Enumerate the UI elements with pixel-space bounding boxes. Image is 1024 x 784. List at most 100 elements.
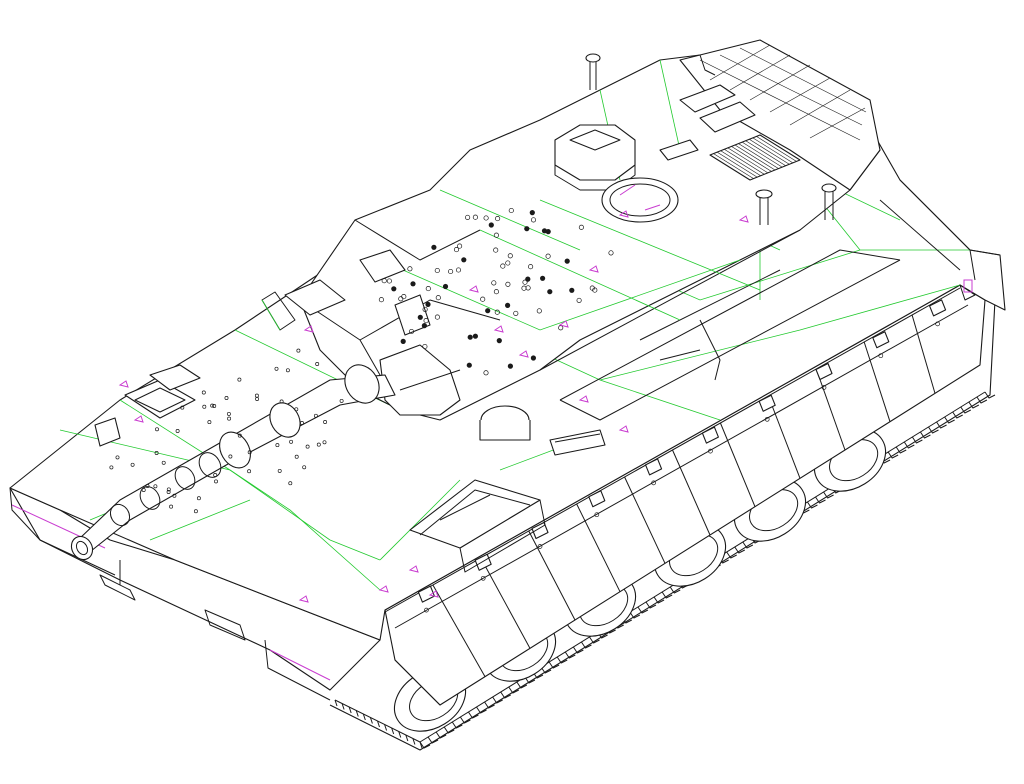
skirt-bolt [821, 385, 827, 390]
track-lug [928, 426, 939, 434]
hull-rivet [130, 462, 135, 467]
deck-stud [525, 276, 531, 282]
grille-slat [749, 139, 790, 165]
magenta-marker [518, 350, 529, 358]
skirt-bracket [872, 331, 890, 349]
deck-stud [488, 222, 494, 228]
magenta-marker [558, 320, 569, 328]
magenta-marker [588, 265, 599, 273]
grille-slat [752, 137, 794, 164]
deck-stud [541, 228, 548, 234]
deck-stud [472, 214, 478, 220]
deck-stud [505, 281, 511, 287]
hull-rivet [109, 465, 114, 470]
magenta-marker [118, 380, 129, 388]
track-lug [976, 396, 988, 404]
hull-rivet [279, 399, 284, 404]
magenta-marker [618, 425, 629, 433]
main-gun [70, 344, 461, 561]
deck-stud [417, 314, 423, 320]
track-lug [726, 551, 737, 559]
skirt-seam [576, 503, 621, 592]
track-lug [807, 501, 818, 509]
hull-rivet [254, 393, 259, 398]
grille-slat [716, 151, 758, 178]
hull-rivet [302, 465, 307, 470]
track-lug [334, 699, 338, 707]
track-lug [384, 724, 388, 731]
deck-stud [425, 286, 431, 292]
hull-rivet [196, 496, 201, 501]
hull-rivet [180, 405, 185, 410]
skirt-seam [480, 557, 531, 649]
track-lug [516, 681, 528, 689]
deck-stud [500, 263, 506, 269]
track-lug [669, 586, 681, 594]
track-lug [887, 451, 899, 459]
track-lug [823, 491, 834, 499]
deck-stud [530, 217, 537, 223]
deck-stud [455, 267, 462, 273]
magenta-marker [618, 210, 629, 218]
track-lug [419, 741, 431, 749]
hull-rivet [154, 451, 159, 455]
hull-rivet [166, 490, 171, 494]
grille-slat [724, 149, 765, 175]
deck-stud [434, 314, 440, 320]
magenta-markers [118, 210, 749, 603]
grille-slat [720, 150, 761, 176]
deck-stud [522, 279, 528, 285]
hull-rivet [201, 390, 206, 395]
deck-stud [494, 309, 500, 315]
track-lug [653, 596, 665, 604]
track-lug [451, 721, 463, 729]
hull-rivet [322, 440, 327, 445]
hull-rivet [275, 443, 280, 448]
track-lug [984, 391, 996, 399]
skirt-seam [863, 341, 891, 422]
track-lug [398, 731, 402, 738]
hull-rivet [226, 411, 231, 416]
magenta-marker [303, 325, 314, 333]
skirt-bracket [758, 394, 776, 412]
deck-stud [483, 370, 489, 376]
deck-stud [485, 308, 491, 314]
skirt-brackets [417, 299, 947, 613]
hull-rivet [175, 429, 180, 433]
skirt-segment-lines [432, 314, 936, 677]
deck-stud [421, 323, 427, 329]
skirt-seam [815, 368, 846, 451]
hull-rivet [313, 413, 318, 418]
hull-rivet [296, 348, 301, 353]
hull-rivet [155, 427, 159, 432]
skirt-bolt [935, 321, 940, 327]
magenta-marker [133, 415, 144, 423]
hull-rivet [214, 479, 218, 484]
skirt-seam [911, 314, 936, 394]
track-lug [443, 726, 455, 734]
hull-rivet [153, 484, 158, 489]
grille-slat [756, 136, 797, 162]
track-lug [944, 416, 955, 424]
track-lug [391, 727, 395, 735]
grille-slat [713, 153, 754, 179]
engine-grille [709, 134, 801, 181]
track-lug [484, 701, 495, 709]
track-lug [920, 431, 931, 439]
deck-stud [564, 258, 570, 264]
track-lug [355, 710, 359, 717]
deck-stud [507, 253, 513, 259]
track-lug [427, 736, 439, 744]
grille-slat [727, 147, 769, 174]
magenta-marker [738, 215, 749, 223]
hull-rivet [247, 469, 252, 474]
deck-stud [495, 216, 501, 222]
deck-stud [525, 285, 531, 291]
track-lug [815, 496, 826, 504]
track-lug [629, 611, 641, 619]
deck-stud [480, 296, 486, 302]
track-lug [548, 661, 560, 669]
hull-rivet [141, 488, 146, 492]
deck-stud [493, 232, 499, 238]
